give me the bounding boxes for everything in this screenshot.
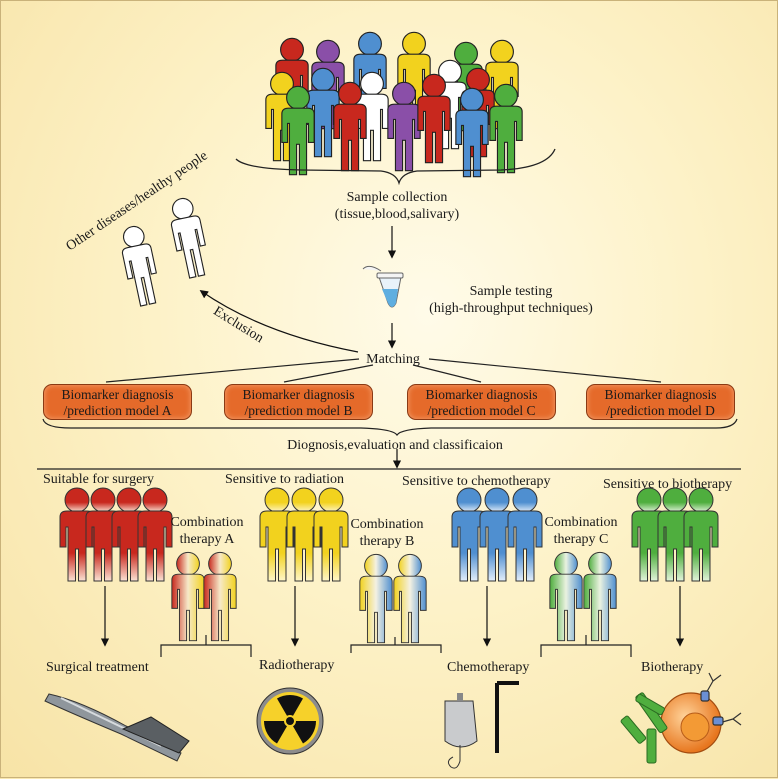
model-c-box: Biomarker diagnosis /prediction model C — [407, 384, 556, 420]
sample-testing-subtitle: (high-throughput techniques) — [429, 301, 593, 316]
treatment-arrows — [100, 586, 685, 647]
combo-c-line2: therapy C — [553, 532, 609, 547]
sample-collection-label: Sample collection (tissue,blood,salivary… — [335, 189, 459, 223]
chemotherapy-label: Chemotherapy — [447, 660, 530, 675]
surgery-group-label: Suitable for surgery — [43, 472, 154, 487]
sample-tube-icon — [362, 265, 404, 308]
matching-connectors — [105, 358, 662, 383]
sample-collection-subtitle: (tissue,blood,salivary) — [334, 207, 460, 222]
patient-crowd — [265, 31, 523, 178]
model-b-line1: Biomarker diagnosis — [242, 387, 355, 402]
model-c-line1: Biomarker diagnosis — [425, 387, 538, 402]
sample-testing-label: Sample testing (high-throughput techniqu… — [429, 283, 593, 317]
diagnosis-evaluation-label: Diognosis,evaluation and classificaion — [287, 438, 503, 453]
iv-bag-icon — [444, 681, 519, 769]
radiation-group — [259, 487, 349, 582]
combo-c-line1: Combination — [544, 515, 618, 530]
surgical-treatment-label: Surgical treatment — [46, 660, 149, 675]
model-a-line1: Biomarker diagnosis — [61, 387, 174, 402]
models-brace — [42, 418, 738, 437]
combo-b-label: Combination therapy B — [350, 516, 423, 550]
chemo-group-label: Sensitive to chemotherapy — [402, 474, 551, 489]
combo-b-group — [359, 553, 427, 644]
combo-c-label: Combination therapy C — [544, 514, 617, 548]
combo-brackets — [160, 635, 632, 657]
model-a-line2: /prediction model A — [63, 403, 172, 418]
model-b-line2: /prediction model B — [244, 403, 353, 418]
surgery-group — [59, 487, 173, 582]
exclusion-arrow — [199, 290, 359, 353]
combo-b-line1: Combination — [350, 517, 424, 532]
model-d-line2: /prediction model D — [606, 403, 715, 418]
bio-group — [631, 487, 719, 582]
model-d-box: Biomarker diagnosis /prediction model D — [586, 384, 735, 420]
model-a-box: Biomarker diagnosis /prediction model A — [43, 384, 192, 420]
scalpel-icon — [44, 693, 190, 762]
bio-group-label: Sensitive to biotherapy — [603, 477, 733, 492]
matching-label: Matching — [366, 352, 420, 367]
antibody-cell-icon — [620, 672, 742, 764]
combo-a-line1: Combination — [170, 515, 244, 530]
sample-collection-title: Sample collection — [346, 190, 448, 205]
combo-a-label: Combination therapy A — [170, 514, 243, 548]
model-c-line2: /prediction model C — [427, 403, 536, 418]
combo-a-group — [171, 551, 237, 642]
crowd-brace — [235, 148, 556, 186]
model-b-box: Biomarker diagnosis /prediction model B — [224, 384, 373, 420]
radiation-group-label: Sensitive to radiation — [225, 472, 344, 487]
model-d-line1: Biomarker diagnosis — [604, 387, 717, 402]
combo-b-line2: therapy B — [359, 534, 415, 549]
combo-a-line2: therapy A — [179, 532, 235, 547]
radiation-icon — [256, 687, 324, 755]
biotherapy-label: Biotherapy — [641, 660, 704, 675]
radiotherapy-label: Radiotherapy — [259, 658, 335, 673]
combo-c-group — [549, 551, 617, 642]
sample-testing-title: Sample testing — [469, 284, 553, 299]
chemo-group — [451, 487, 543, 582]
